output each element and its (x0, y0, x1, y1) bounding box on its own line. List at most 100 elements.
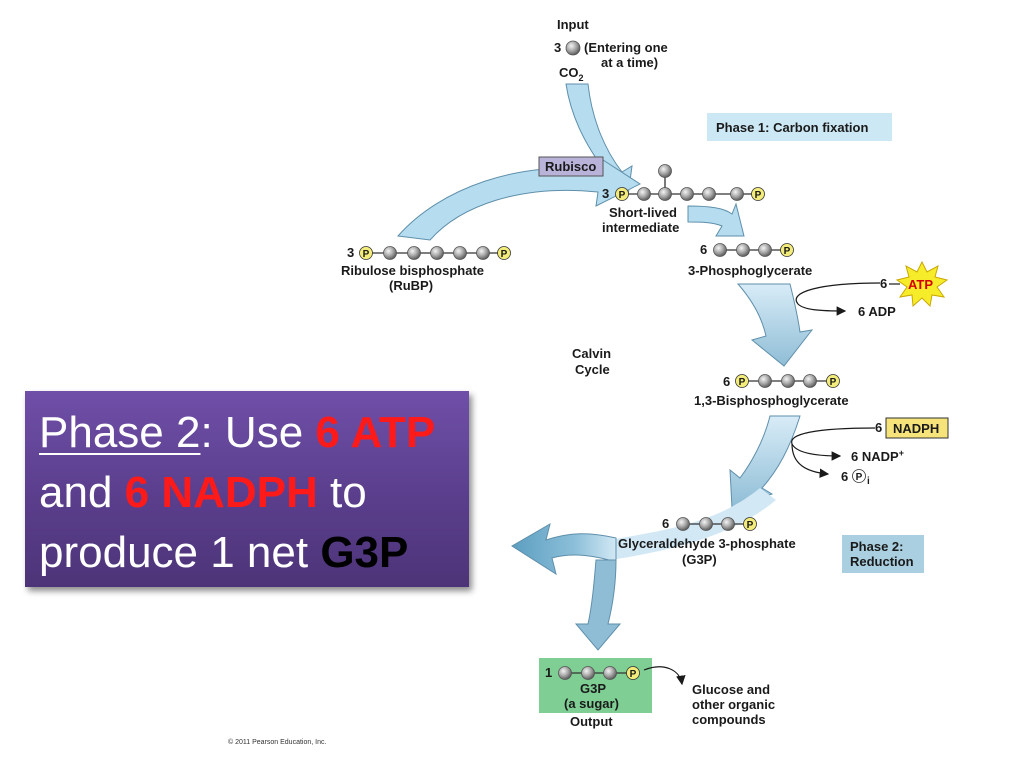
callout-produce: produce 1 net (39, 528, 321, 577)
carbon-ball-icon (558, 666, 572, 680)
carbon-ball-icon (702, 187, 716, 201)
svg-text:P: P (830, 377, 837, 388)
carbon-ball-icon (699, 517, 713, 531)
co2-ball-icon (565, 40, 581, 56)
regeneration-arrow (511, 522, 617, 576)
callout-g3p: G3P (320, 528, 409, 577)
phase1-label: Phase 1: Carbon fixation (716, 120, 868, 135)
svg-text:i: i (867, 476, 870, 487)
carbon-ball-icon (803, 374, 817, 388)
calvin-line2: Cycle (575, 362, 610, 377)
inorganic-phosphate-icon: P i (852, 469, 870, 487)
copyright: © 2011 Pearson Education, Inc. (228, 738, 326, 746)
carbon-ball-icon (658, 164, 672, 178)
g3p-line1: Glyceraldehyde 3-phosphate (618, 536, 796, 551)
svg-text:P: P (784, 246, 791, 257)
carbon-ball-icon (430, 246, 444, 260)
nadph-label: NADPH (893, 421, 939, 436)
atp-burst-icon (895, 260, 949, 308)
intermediate-to-pga-arrow (687, 202, 745, 237)
svg-text:P: P (363, 249, 370, 260)
pga-label: 3-Phosphoglycerate (688, 263, 812, 278)
svg-text:P: P (755, 190, 762, 201)
co2-label: CO2 (559, 65, 584, 83)
g3p-line2: (G3P) (682, 552, 717, 567)
glucose-arrow (643, 666, 686, 686)
rubp-count: 3 (347, 245, 354, 260)
input-title: Input (557, 17, 589, 32)
phase2-line2: Reduction (850, 554, 914, 569)
output-line2: (a sugar) (564, 696, 619, 711)
calvin-line1: Calvin (572, 346, 611, 361)
phosphate-icon: P (626, 666, 640, 680)
output-count: 1 (545, 665, 552, 680)
g3p-count: 6 (662, 516, 669, 531)
carbon-ball-icon (758, 243, 772, 257)
carbon-ball-icon (407, 246, 421, 260)
intermediate-line1: Short-lived (609, 205, 677, 220)
phosphate-icon: P (751, 187, 765, 201)
carbon-ball-icon (603, 666, 617, 680)
rubp-to-intermediate-arrow (397, 157, 642, 241)
bpg-label: 1,3-Bisphosphoglycerate (694, 393, 849, 408)
intermediate-count: 3 (602, 186, 609, 201)
carbon-ball-icon (713, 243, 727, 257)
phosphate-icon: P (780, 243, 794, 257)
rubisco-label: Rubisco (545, 159, 596, 174)
output-line1: G3P (580, 681, 606, 696)
carbon-ball-icon (781, 374, 795, 388)
input-count: 3 (554, 40, 561, 55)
phosphate-icon: P (359, 246, 373, 260)
nadph-arrow (791, 427, 876, 461)
carbon-ball-icon (721, 517, 735, 531)
glucose-line1: Glucose and (692, 682, 770, 697)
atp-adp-arrow (795, 282, 881, 316)
phosphate-icon: P (615, 187, 629, 201)
glucose-line3: compounds (692, 712, 766, 727)
adp-label: 6 ADP (858, 304, 896, 319)
carbon-ball-icon (758, 374, 772, 388)
svg-text:P: P (501, 249, 508, 260)
carbon-ball-icon (680, 187, 694, 201)
pi-arrow (791, 443, 830, 479)
bpg-count: 6 (723, 374, 730, 389)
callout-atp: 6 ATP (315, 408, 436, 457)
carbon-ball-icon (637, 187, 651, 201)
carbon-ball-icon (453, 246, 467, 260)
rubp-line1: Ribulose bisphosphate (341, 263, 484, 278)
output-arrow (574, 559, 622, 651)
carbon-ball-icon (383, 246, 397, 260)
input-note-line2: at a time) (601, 55, 658, 70)
pi-count: 6 (841, 469, 848, 484)
pga-count: 6 (700, 242, 707, 257)
svg-text:P: P (630, 669, 637, 680)
carbon-ball-icon (730, 187, 744, 201)
phase2-line1: Phase 2: (850, 539, 903, 554)
svg-text:P: P (747, 520, 754, 531)
callout-phase: Phase 2 (39, 408, 201, 457)
atp-count: 6 (880, 276, 887, 291)
carbon-ball-icon (658, 187, 672, 201)
phosphate-icon: P (826, 374, 840, 388)
svg-text:P: P (619, 190, 626, 201)
phosphate-icon: P (497, 246, 511, 260)
input-note-line1: (Entering one (584, 40, 668, 55)
intermediate-line2: intermediate (602, 220, 679, 235)
carbon-ball-icon (736, 243, 750, 257)
phase1-box (707, 113, 892, 141)
rubp-line2: (RuBP) (389, 278, 433, 293)
nadph-box (885, 417, 949, 439)
pga-to-bpg-arrow (736, 283, 814, 367)
carbon-ball-icon (581, 666, 595, 680)
callout-to: to (317, 468, 367, 517)
phosphate-icon: P (735, 374, 749, 388)
callout-use: : Use (200, 408, 316, 457)
carbon-ball-icon (476, 246, 490, 260)
callout-and: and (39, 468, 125, 517)
phosphate-icon: P (743, 517, 757, 531)
output-title: Output (570, 714, 613, 729)
rubisco-box (538, 156, 604, 177)
